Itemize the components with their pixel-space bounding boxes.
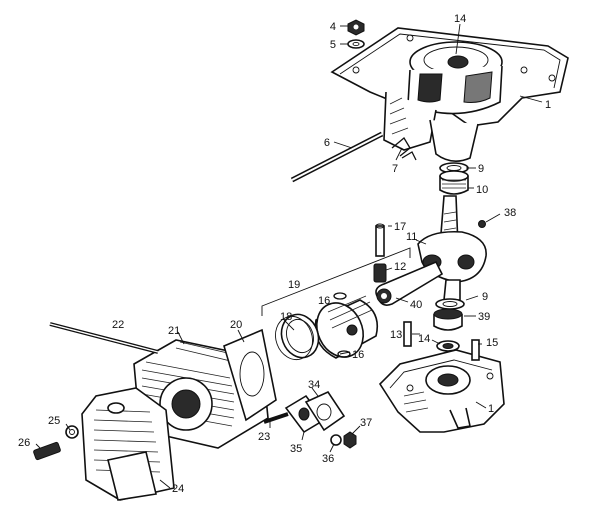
clip-7 [391,137,417,161]
nut-37 [343,431,357,449]
callout-10: 10 [476,184,488,196]
callout-36: 36 [322,453,334,465]
callout-1-lower: 1 [488,403,494,415]
pin-38 [478,220,486,228]
gasket-20 [223,328,277,422]
intake-flange-34 [304,390,346,432]
piston-18 [314,295,379,359]
callout-38: 38 [504,207,516,219]
leader-lines [35,23,543,489]
callout-9: 9 [478,163,484,175]
callout-25: 25 [48,415,60,427]
callout-14: 14 [454,13,466,25]
callout-16: 16 [318,295,330,307]
callout-26: 26 [18,437,30,449]
callout-20: 20 [230,319,242,331]
spark-plug-26 [33,441,61,461]
callout-5: 5 [330,39,336,51]
nut-4 [347,19,365,36]
callout-40: 40 [410,299,422,311]
callout-19: 19 [288,279,300,291]
pin-15 [471,339,480,361]
callout-22: 22 [112,319,124,331]
needle-bearing-12 [373,263,387,283]
callout-7: 7 [392,163,398,175]
bearing-39 [433,308,463,331]
callout-35: 35 [290,443,302,455]
washer-36 [330,434,342,446]
callout-labels: 4 5 14 1 6 7 9 10 38 17 11 12 19 16 40 9… [18,13,551,495]
seal-14-lower [436,340,460,352]
callout-1: 1 [545,99,551,111]
callout-18: 18 [280,311,292,323]
lower-crankcase [378,349,505,433]
callout-13: 13 [390,329,402,341]
callout-37: 37 [360,417,372,429]
seal-9-lower [435,298,465,310]
rod-6 [290,131,384,183]
pin-17 [375,223,385,257]
callout-23: 23 [258,431,270,443]
cylinder-head-24 [81,387,175,501]
piston-rings [275,313,320,361]
callout-4: 4 [330,21,336,33]
group-bracket-19 [261,247,411,316]
upper-crankcase-plate [330,27,569,162]
connecting-rod-40 [375,260,444,306]
washer-5 [347,39,365,49]
crankshaft-11 [417,195,487,301]
pin-13 [403,321,412,347]
circlip-16-upper [333,292,347,300]
callout-14-lower: 14 [418,333,430,345]
washer-25 [65,425,79,439]
stud-23 [263,412,289,424]
circlip-16-lower [337,350,351,358]
callout-21: 21 [168,325,180,337]
callout-15: 15 [486,337,498,349]
callout-6: 6 [324,137,330,149]
callout-11: 11 [406,231,417,243]
callout-24: 24 [172,483,184,495]
callout-16-lower: 16 [352,349,364,361]
callout-17: 17 [394,221,406,233]
bolt-22 [49,322,159,354]
callout-12: 12 [394,261,406,273]
callout-39: 39 [478,311,490,323]
bearing-10 [439,170,469,195]
callout-34: 34 [308,379,320,391]
callout-9-lower: 9 [482,291,488,303]
